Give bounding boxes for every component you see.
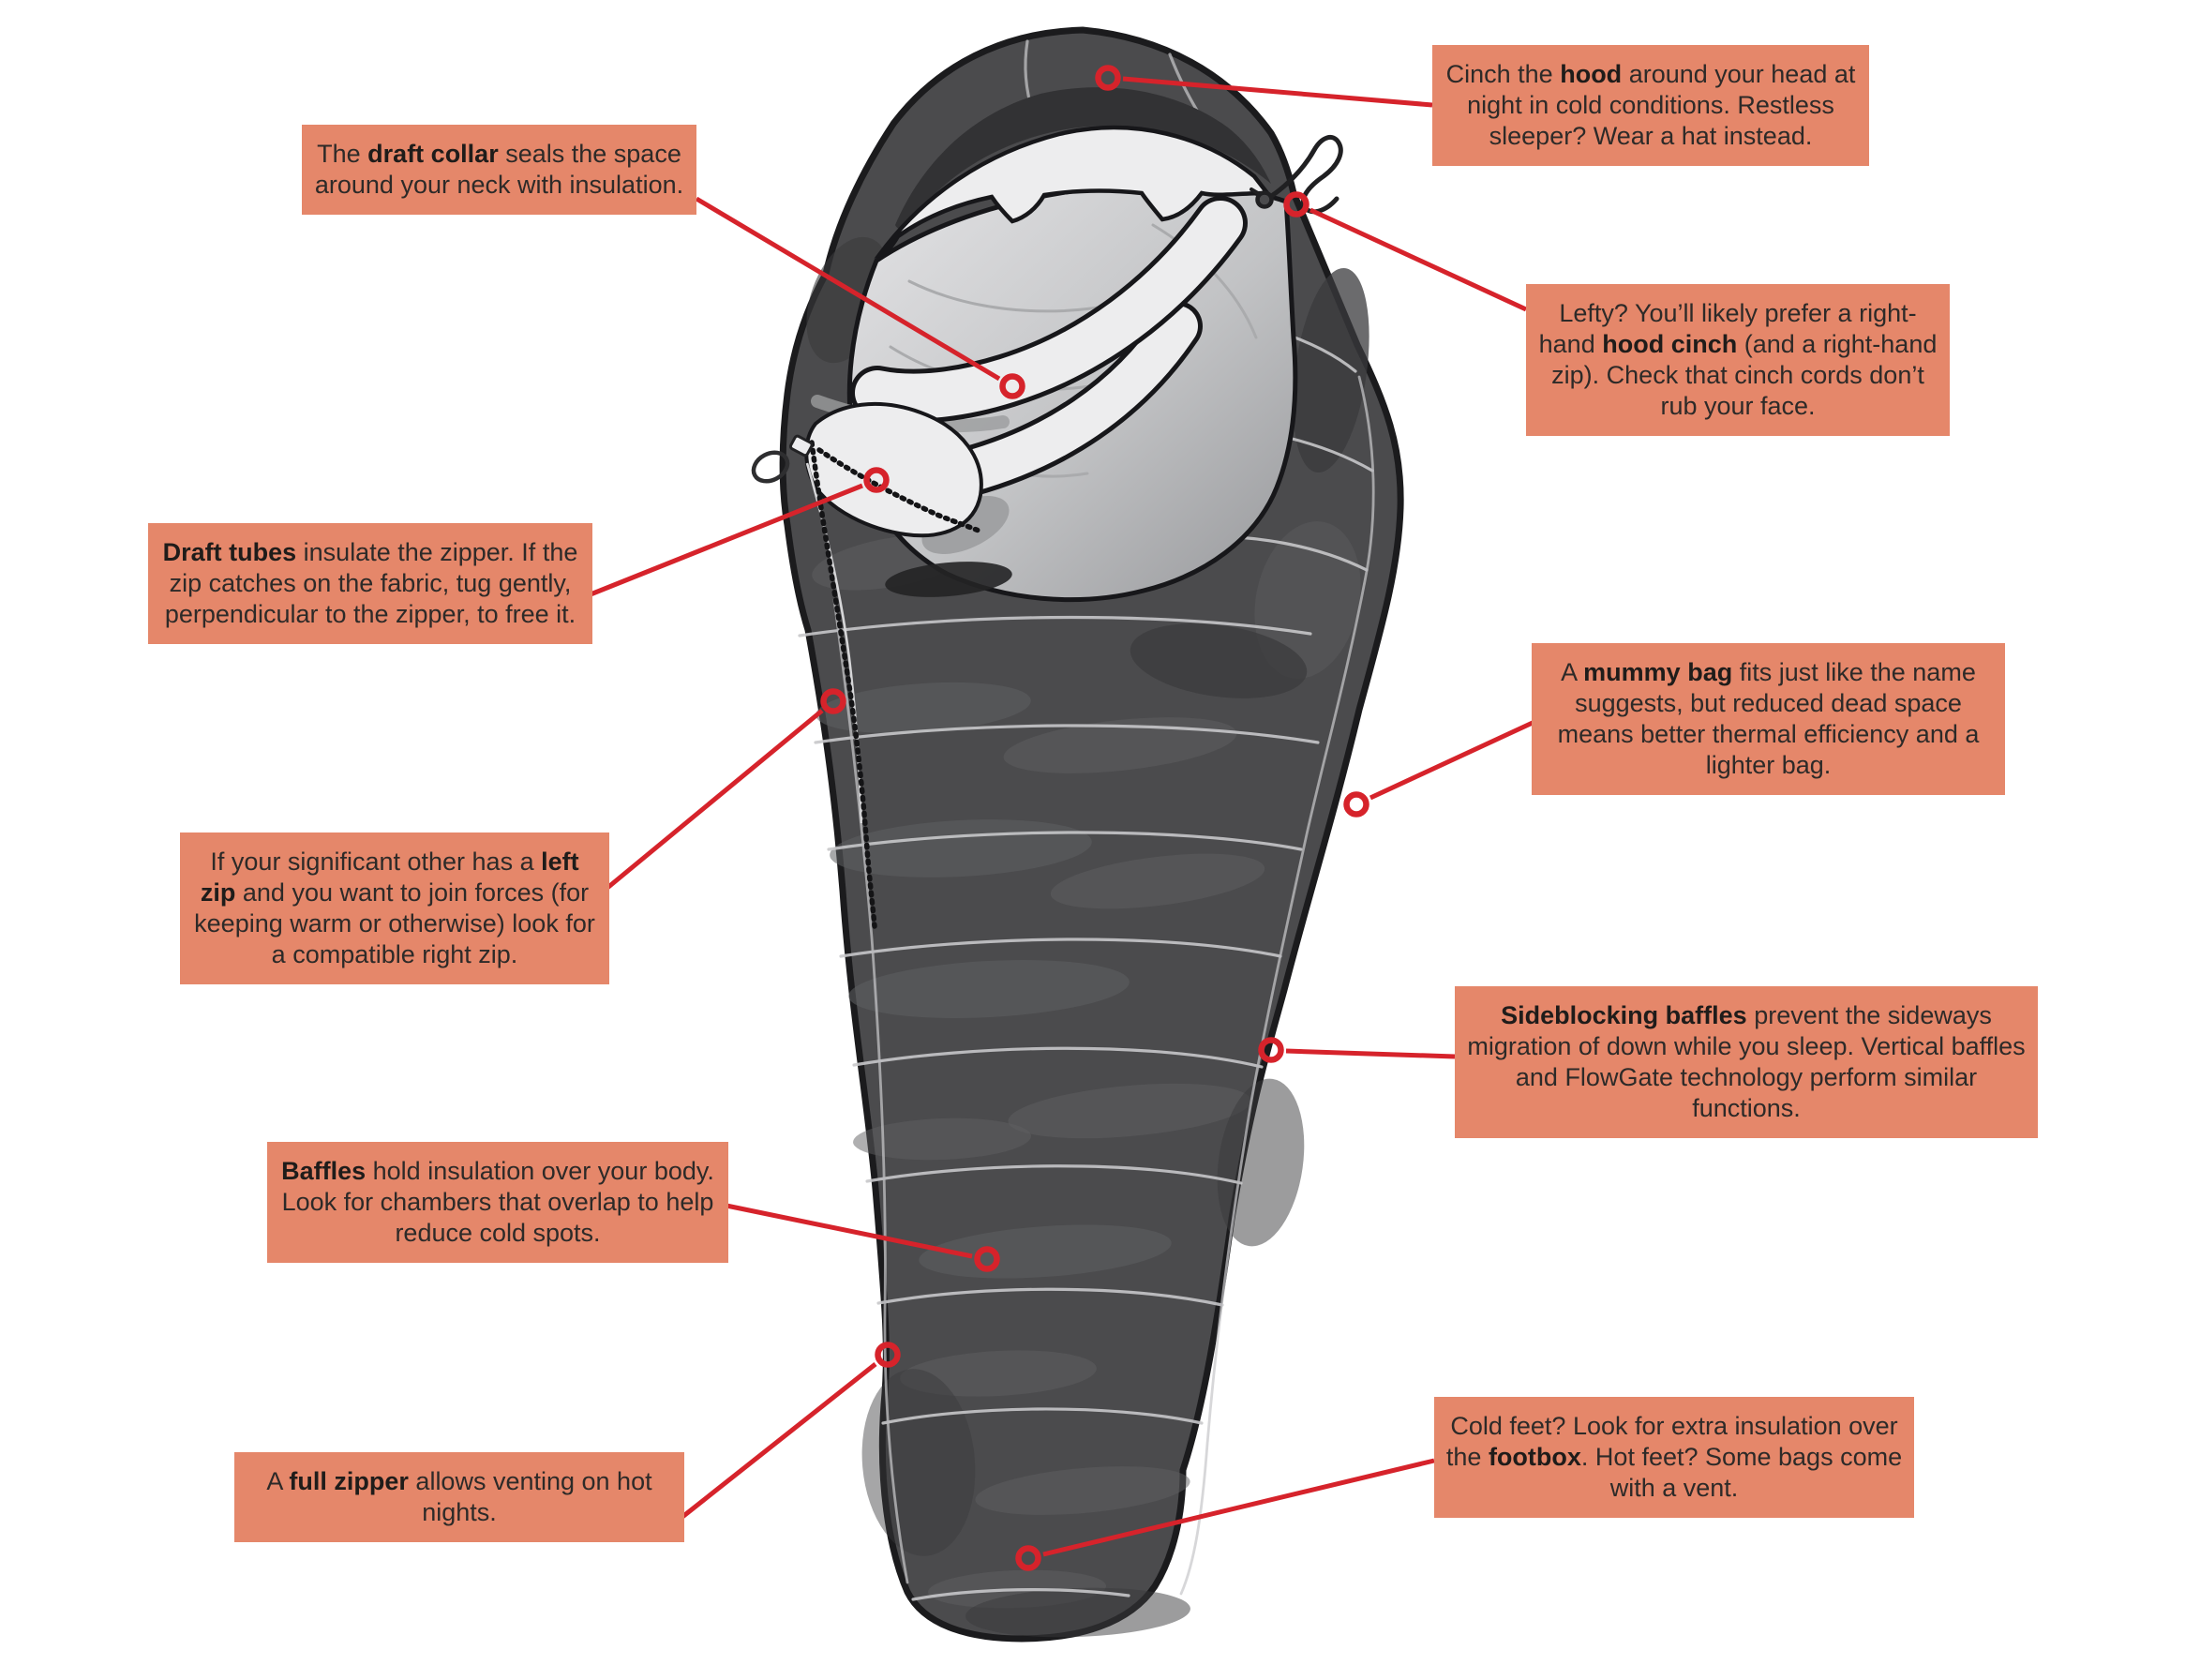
leader-draft-collar [695, 196, 1001, 382]
callout-mummy-bag: A mummy bag fits just like the name sugg… [1532, 643, 2005, 795]
hood-rim-puff [874, 125, 1272, 259]
callout-term: left zip [200, 848, 579, 907]
callout-sideblocking-baffles: Sideblocking baffles prevent the sideway… [1455, 986, 2038, 1138]
leader-baffles [726, 1203, 973, 1259]
callout-text: allows venting on hot nights. [408, 1467, 652, 1526]
callout-text: If your significant other has a [210, 848, 542, 876]
marker-full-zipper [875, 1342, 901, 1368]
marker-baffles [974, 1246, 1000, 1272]
hood-shadow [895, 87, 1271, 230]
leader-footbox [1042, 1458, 1435, 1557]
callout-term: Sideblocking baffles [1501, 1001, 1747, 1029]
callout-text: . Hot feet? Some bags come with a vent. [1580, 1442, 1903, 1502]
callout-term: full zipper [289, 1467, 409, 1495]
callout-text: and you want to join forces (for keeping… [194, 878, 595, 968]
zipper-slider [788, 434, 814, 458]
opening-edge-blotch [885, 562, 1012, 597]
callout-baffles: Baffles hold insulation over your body. … [267, 1142, 728, 1263]
zipper [751, 434, 981, 929]
callout-term: Draft tubes [162, 538, 297, 566]
leader-left-zip [606, 709, 824, 890]
callout-text: (and a right-hand zip). Check that cinch… [1551, 329, 1938, 420]
zipper-teeth-open [816, 447, 981, 533]
marker-hood-cinch [1283, 191, 1310, 218]
callout-text: A [1561, 658, 1584, 686]
zipper-teeth-main [809, 440, 877, 929]
zipper-pull-loop [751, 450, 790, 484]
bag-shading [806, 236, 1369, 1638]
callout-hood-cinch: Lefty? You’ll likely prefer a right-hand… [1526, 284, 1950, 436]
leader-draft-tubes [590, 483, 863, 597]
leader-mummy-bag [1369, 719, 1536, 801]
marker-footbox [1015, 1545, 1041, 1571]
callout-term: Baffles [281, 1157, 367, 1185]
callout-text: prevent the sideways migration of down w… [1467, 1001, 2026, 1122]
marker-left-zip [820, 688, 846, 714]
callout-text: Cold feet? Look for extra insulation ove… [1445, 1412, 1898, 1471]
callout-leader-lines [590, 76, 1536, 1557]
callout-term: hood [1560, 60, 1623, 88]
callout-text: Cinch the [1445, 60, 1561, 88]
draft-tube-tongue [804, 402, 983, 538]
leader-hood [1122, 76, 1433, 108]
callout-markers [820, 65, 1369, 1571]
callout-text: The [317, 140, 368, 168]
leader-sideblocking [1285, 1048, 1456, 1059]
callout-text: around your head at night in cold condit… [1467, 60, 1856, 150]
marker-hood [1095, 65, 1121, 91]
callout-term: footbox [1488, 1442, 1581, 1471]
marker-draft-collar [999, 373, 1025, 399]
callout-text: insulate the zipper. If the zip catches … [164, 538, 578, 628]
callout-term: hood cinch [1602, 329, 1738, 358]
callout-text: seals the space around your neck with in… [314, 140, 684, 199]
marker-sideblocking [1258, 1037, 1284, 1063]
callout-text: fits just like the name suggests, but re… [1557, 658, 1980, 779]
callout-text: Lefty? You’ll likely prefer a right-hand [1538, 299, 1917, 358]
marker-draft-tubes [863, 467, 890, 493]
marker-mummy-bag [1343, 791, 1369, 818]
callout-term: mummy bag [1583, 658, 1733, 686]
leader-hood-cinch [1309, 207, 1528, 312]
callout-text: A [266, 1467, 290, 1495]
callout-draft-collar: The draft collar seals the space around … [302, 125, 696, 215]
callout-footbox: Cold feet? Look for extra insulation ove… [1434, 1397, 1914, 1518]
callout-draft-tubes: Draft tubes insulate the zipper. If the … [148, 523, 592, 644]
cord-toggle [1255, 190, 1274, 209]
callout-hood: Cinch the hood around your head at night… [1432, 45, 1869, 166]
callout-full-zipper: A full zipper allows venting on hot nigh… [234, 1452, 684, 1542]
leader-full-zipper [681, 1362, 877, 1519]
callout-term: draft collar [367, 140, 499, 168]
callout-left-zip: If your significant other has a left zip… [180, 832, 609, 984]
callout-text: hold insulation over your body. Look for… [281, 1157, 714, 1247]
